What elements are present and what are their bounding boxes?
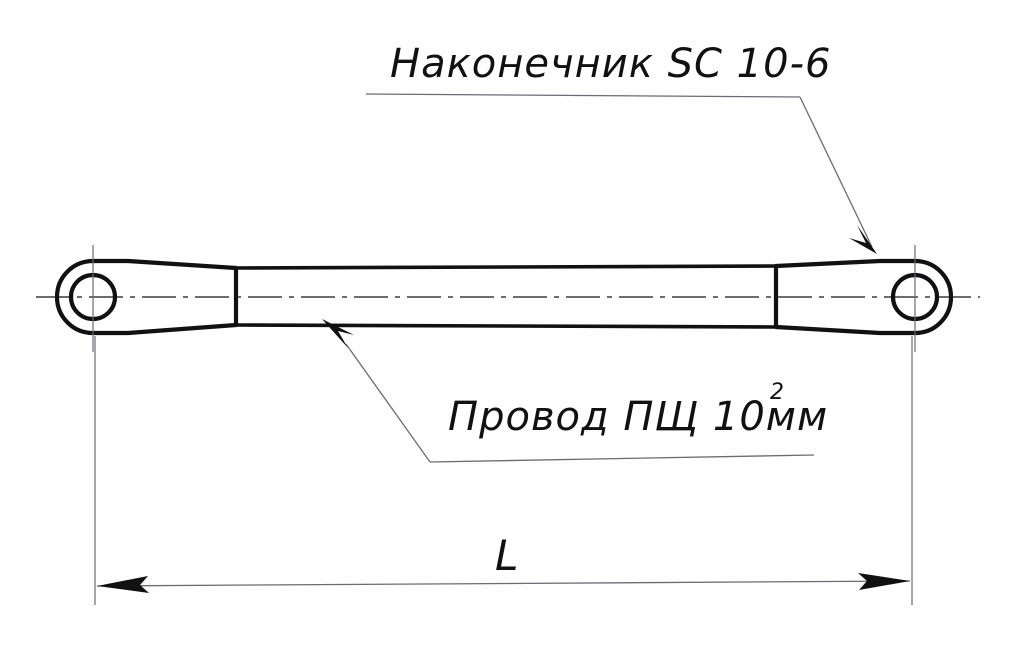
- overall-length-dimension: [94, 336, 913, 605]
- right-terminal-lug: [773, 245, 954, 352]
- wire-leader-shelf: [429, 454, 815, 463]
- left-terminal-lug: [54, 245, 239, 352]
- wire-leader-diagonal: [345, 343, 431, 463]
- wire-label-text: Провод ПЩ 10мм: [448, 394, 828, 440]
- terminal-leader-arrowhead: [849, 225, 877, 254]
- dimension-label-text: L: [495, 531, 518, 580]
- wire-conductor: [235, 264, 777, 329]
- wire-top-edge: [235, 264, 777, 270]
- dimension-arrowhead-left: [97, 576, 149, 593]
- wire-label-leader: [322, 319, 815, 463]
- left-lug-outline: [54, 258, 239, 336]
- right-lug-outline: [773, 258, 954, 336]
- terminal-leader-diagonal: [799, 96, 873, 248]
- terminal-label-leader: [365, 93, 877, 254]
- terminal-leader-shelf: [365, 93, 801, 98]
- dimension-line: [96, 580, 911, 587]
- wire-label-superscript: 2: [770, 380, 784, 405]
- dimension-arrowhead-right: [858, 573, 910, 590]
- wire-bottom-edge: [235, 323, 777, 329]
- wire-leader-arrowhead: [322, 319, 354, 348]
- terminal-label-text: Наконечник SC 10-6: [390, 41, 831, 87]
